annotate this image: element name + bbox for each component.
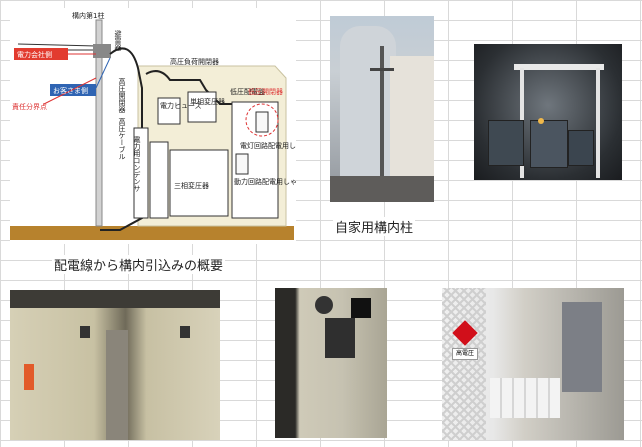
hv-cable-label: 高圧ケーブル (118, 117, 126, 160)
three-phase-tr-label: 三相変圧器 (174, 181, 209, 190)
hv-load-switch-label: 高圧負荷開閉器 (170, 57, 219, 66)
power-company-side-label: 電力会社側 (17, 50, 52, 59)
lv-panel-label: 低圧配電盤 (230, 87, 265, 96)
photo-switchgear-panels (275, 288, 387, 438)
lv-switch-label: 低圧開閉器 (248, 87, 283, 96)
diagram-caption: 配電線から構内引込みの概要 (52, 255, 226, 274)
hv-switch-label: 高圧開閉器 (118, 77, 126, 114)
photo-private-pole (330, 16, 434, 202)
lightning-arrester-label: 避雷器 (114, 29, 122, 52)
power-capacitor-label: 電力用コンデンサ (133, 136, 141, 192)
lighting-breaker-label: 電灯回路配電用しゃ断器 (240, 141, 296, 150)
power-fuse-label: 電力ヒューズ (160, 101, 202, 110)
photo-transformer-room (474, 44, 622, 180)
photo-switchgear-corridor (10, 290, 220, 440)
single-phase-tr-label: 単相変圧器 (190, 97, 225, 106)
private-pole-caption: 自家用構内柱 (333, 217, 416, 236)
service-entrance-diagram: 構内第1柱 電力会社側 お客さま側 責任分界点 避雷器 高圧開閉器 高圧ケーブル… (10, 8, 296, 244)
responsibility-point-label: 責任分界点 (12, 102, 47, 111)
customer-side-label: お客さま側 (53, 86, 88, 95)
pole1-label: 構内第1柱 (72, 11, 104, 20)
power-breaker-label: 動力回路配電用しゃ断器 (234, 177, 296, 186)
photo-cage-cubicles: 高電圧 (442, 288, 624, 440)
high-voltage-sign: 高電圧 (452, 348, 478, 360)
